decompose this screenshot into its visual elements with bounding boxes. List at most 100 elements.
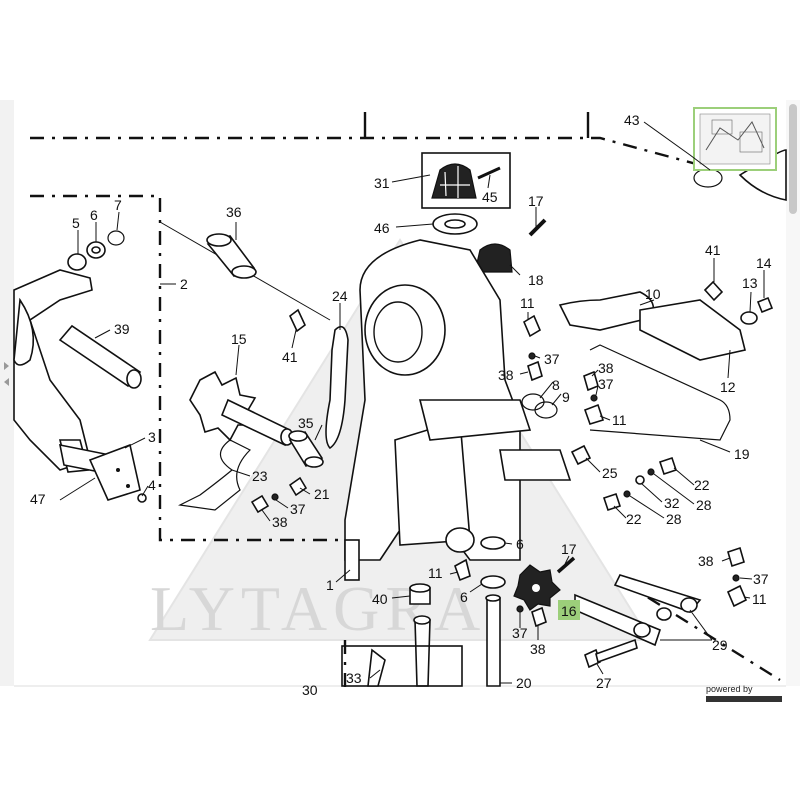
pin-45 [477, 166, 501, 180]
part-label-19[interactable]: 19 [734, 446, 750, 462]
part-label-46[interactable]: 46 [374, 220, 390, 236]
part-label-38-right-lower[interactable]: 38 [698, 553, 714, 569]
part-label-22-lower[interactable]: 22 [626, 511, 642, 527]
watermark-text: LYTAGRA [150, 573, 486, 644]
part-label-4[interactable]: 4 [148, 477, 156, 493]
part-label-2[interactable]: 2 [180, 276, 188, 292]
powered-by-badge[interactable]: powered by [706, 684, 782, 702]
detail-box-33 [341, 645, 463, 687]
part-label-37-lower[interactable]: 37 [512, 625, 528, 641]
part-label-17-lower[interactable]: 17 [561, 541, 577, 557]
nut-38-upper [527, 360, 543, 382]
leader-31 [391, 174, 431, 183]
part-label-14[interactable]: 14 [756, 255, 772, 271]
part-label-27[interactable]: 27 [596, 675, 612, 691]
part-label-24[interactable]: 24 [332, 288, 348, 304]
part-label-38-upper[interactable]: 38 [498, 367, 514, 383]
part-label-1[interactable]: 1 [326, 577, 334, 593]
part-label-18[interactable]: 18 [528, 272, 544, 288]
leader-40 [391, 595, 411, 599]
fitting-21 [288, 476, 308, 497]
part-label-33[interactable]: 33 [346, 670, 362, 686]
part-label-20[interactable]: 20 [516, 675, 532, 691]
leader-32 [641, 483, 663, 503]
part-label-37-right-lower[interactable]: 37 [753, 571, 769, 587]
knob-18 [474, 243, 513, 273]
elbow-11-right [583, 403, 605, 425]
leader-27 [596, 663, 604, 675]
chevron-left-icon[interactable] [4, 378, 9, 386]
part-label-37-right[interactable]: 37 [598, 376, 614, 392]
part-label-25[interactable]: 25 [602, 465, 618, 481]
part-label-21[interactable]: 21 [314, 486, 330, 502]
rod-30 [414, 619, 431, 687]
fitting-22-lower [602, 492, 622, 512]
part-label-36[interactable]: 36 [226, 204, 242, 220]
part-label-6-middle[interactable]: 6 [516, 536, 524, 552]
part-label-43[interactable]: 43 [624, 112, 640, 128]
part-label-12[interactable]: 12 [720, 379, 736, 395]
right-scroll-gutter[interactable] [786, 100, 800, 686]
part-label-5[interactable]: 5 [72, 215, 80, 231]
part-label-29[interactable]: 29 [712, 637, 728, 653]
leader-37-upper [534, 355, 541, 359]
leader-10 [639, 299, 655, 306]
part-label-45[interactable]: 45 [482, 189, 498, 205]
washer-6-lower [480, 575, 506, 589]
part-label-11-upper[interactable]: 11 [520, 295, 535, 311]
part-label-11-lower-left[interactable]: 11 [428, 565, 443, 581]
part-label-41-right[interactable]: 41 [705, 242, 721, 258]
part-label-37-upper[interactable]: 37 [544, 351, 560, 367]
part-label-10[interactable]: 10 [645, 286, 661, 302]
part-label-7[interactable]: 7 [114, 197, 122, 213]
part-label-6-left[interactable]: 6 [90, 207, 98, 223]
part-label-9[interactable]: 9 [562, 389, 570, 405]
part-label-38-left[interactable]: 38 [272, 514, 288, 530]
leader-38-right [591, 369, 599, 377]
leader-25 [585, 457, 601, 473]
part-label-8[interactable]: 8 [552, 377, 560, 393]
part-label-6-lower[interactable]: 6 [460, 589, 468, 605]
part-label-13[interactable]: 13 [742, 275, 758, 291]
vertical-scrollbar-thumb[interactable] [789, 104, 797, 214]
part-label-3[interactable]: 3 [148, 429, 156, 445]
shaft-39 [58, 324, 142, 389]
part-label-28-lower[interactable]: 28 [666, 511, 682, 527]
part-label-15[interactable]: 15 [231, 331, 247, 347]
part-label-47[interactable]: 47 [30, 491, 46, 507]
part-label-22-upper[interactable]: 22 [694, 477, 710, 493]
left-scroll-gutter [0, 100, 14, 686]
part-label-39[interactable]: 39 [114, 321, 130, 337]
part-label-28-upper[interactable]: 28 [696, 497, 712, 513]
bolt-27 [584, 638, 638, 669]
part-label-31[interactable]: 31 [374, 175, 390, 191]
nut-14 [756, 296, 774, 314]
oring-9 [534, 401, 558, 419]
part-label-30[interactable]: 30 [302, 682, 318, 698]
leader-4 [141, 485, 149, 497]
part-label-40[interactable]: 40 [372, 591, 388, 607]
elbow-11-upper [522, 314, 542, 338]
rod-19 [589, 344, 731, 441]
fitting-32 [635, 475, 645, 485]
part-label-35[interactable]: 35 [298, 415, 314, 431]
leader-41-middle [291, 329, 297, 349]
part-label-23[interactable]: 23 [252, 468, 268, 484]
part-label-38-lower[interactable]: 38 [530, 641, 546, 657]
diagram-thumbnail[interactable] [693, 107, 777, 171]
powered-by-logo [706, 696, 782, 702]
part-label-11-right-lower[interactable]: 11 [752, 591, 767, 607]
housing-side-bracket [499, 449, 572, 481]
part-label-37-left[interactable]: 37 [290, 501, 306, 517]
part-label-41-middle[interactable]: 41 [282, 349, 298, 365]
part-label-11-right[interactable]: 11 [612, 412, 627, 428]
chevron-right-icon[interactable] [4, 362, 9, 370]
spring-plate-23 [178, 439, 252, 511]
part-label-16[interactable]: 16 [561, 603, 577, 619]
nut-38-lower [531, 606, 547, 628]
part-label-32[interactable]: 32 [664, 495, 680, 511]
part-label-38-right[interactable]: 38 [598, 360, 614, 376]
leader-19 [699, 439, 731, 453]
part-label-17-upper[interactable]: 17 [528, 193, 544, 209]
